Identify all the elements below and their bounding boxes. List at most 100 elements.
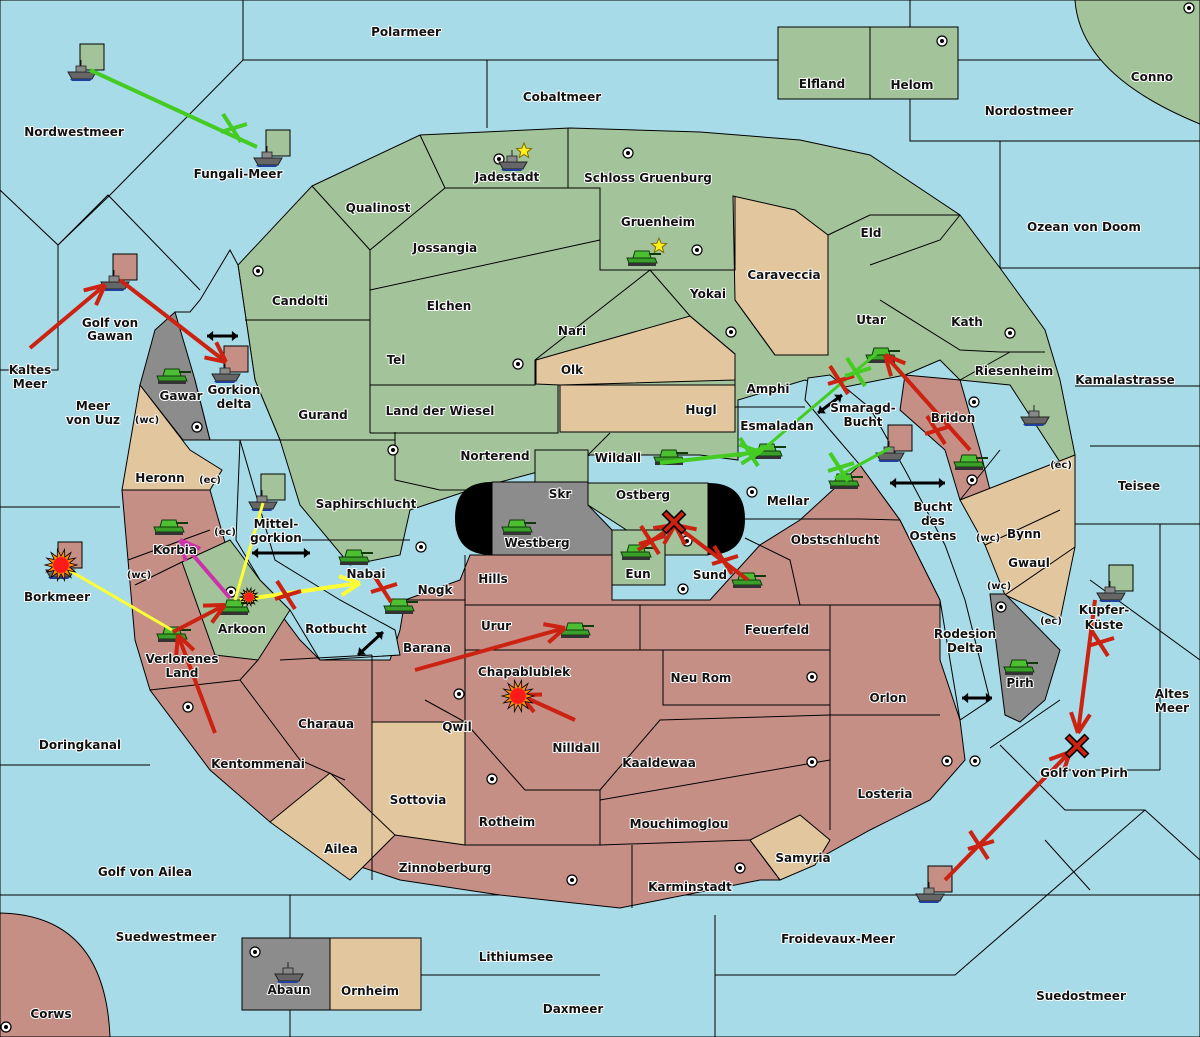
adjacency-double-arrow-icon bbox=[890, 477, 945, 489]
fleet-unit-icon[interactable] bbox=[211, 345, 249, 383]
sea-label: Ostens bbox=[910, 529, 957, 543]
order-move-arrow bbox=[178, 538, 232, 600]
fleet-unit-icon[interactable] bbox=[67, 43, 105, 81]
territory-ailea[interactable] bbox=[269, 772, 396, 881]
territory-label: Utar bbox=[856, 313, 886, 327]
territory-elfland[interactable] bbox=[777, 26, 871, 100]
supply-center-icon bbox=[249, 946, 261, 958]
territory-label: Eun bbox=[625, 567, 650, 581]
sea-label: Daxmeer bbox=[543, 1002, 604, 1016]
fleet-unit-icon[interactable] bbox=[498, 150, 528, 171]
territory-label: Land der Wiesel bbox=[386, 404, 495, 418]
supply-center-icon bbox=[936, 35, 948, 47]
fleet-unit-icon[interactable] bbox=[253, 129, 291, 167]
explosion-icon bbox=[238, 586, 260, 608]
territory-ornheim[interactable] bbox=[329, 937, 422, 1011]
army-unit-icon[interactable] bbox=[1003, 659, 1038, 675]
territory-label: Schloss Gruenburg bbox=[584, 171, 712, 185]
territory-label: Amphi bbox=[746, 382, 789, 396]
army-unit-icon[interactable] bbox=[626, 250, 661, 266]
territory-label: Tel bbox=[387, 353, 406, 367]
result-markers bbox=[43, 112, 1115, 861]
fleet-unit-icon[interactable] bbox=[1096, 564, 1134, 602]
territory-heronn[interactable] bbox=[121, 383, 223, 491]
sea-label: Meer bbox=[13, 377, 47, 391]
sea-label: Suedwestmeer bbox=[116, 930, 217, 944]
territory-label: Eld bbox=[861, 226, 882, 240]
supply-center-icon bbox=[622, 147, 634, 159]
capital-cap-west bbox=[455, 482, 492, 555]
order-move-arrow bbox=[414, 622, 567, 672]
order-support-arrow bbox=[233, 502, 265, 601]
fleet-unit-icon[interactable] bbox=[274, 962, 304, 983]
supply-center-icon bbox=[1183, 2, 1195, 14]
supply-center-icon bbox=[746, 486, 758, 498]
army-unit-icon[interactable] bbox=[338, 549, 373, 565]
territory-corws[interactable] bbox=[0, 912, 111, 1037]
supply-center-icon bbox=[252, 265, 264, 277]
territory-label: Wildall bbox=[595, 451, 641, 465]
coast-tag-label: (wc) bbox=[135, 415, 159, 426]
supply-center-icon bbox=[806, 756, 818, 768]
supply-center-icon bbox=[691, 244, 703, 256]
sea-label: Doringkanal bbox=[39, 738, 121, 752]
territory-label: Qwil bbox=[442, 720, 472, 734]
failed-order-cross-icon bbox=[827, 364, 855, 396]
army-unit-icon[interactable] bbox=[953, 454, 988, 470]
territory-label: Abaun bbox=[267, 983, 310, 997]
sea-label: Kaltes bbox=[9, 363, 52, 377]
territory-label: Yokai bbox=[689, 287, 726, 301]
coast-tag-label: (ec) bbox=[1040, 616, 1062, 627]
territory-pirh[interactable] bbox=[989, 593, 1061, 723]
failed-order-cross-icon bbox=[844, 356, 872, 388]
territory-label: Neu Rom bbox=[671, 671, 732, 685]
territory-label: Rotheim bbox=[479, 815, 536, 829]
territory-label: Urur bbox=[481, 619, 511, 633]
sea-label: gorkion bbox=[250, 531, 302, 545]
army-unit-icon[interactable] bbox=[156, 368, 191, 384]
territory-label: Gruenheim bbox=[621, 215, 695, 229]
territory-label: Kath bbox=[951, 315, 983, 329]
supply-center-icon bbox=[969, 755, 981, 767]
territory-borders bbox=[127, 128, 1076, 908]
sea-label: Polarmeer bbox=[371, 25, 441, 39]
army-unit-icon[interactable] bbox=[153, 519, 188, 535]
territory-label: Obstschlucht bbox=[791, 533, 880, 547]
territory-label: Land bbox=[166, 666, 199, 680]
order-move-arrow bbox=[1069, 599, 1097, 735]
fleet-unit-icon[interactable] bbox=[1020, 405, 1050, 426]
fleet-unit-icon[interactable] bbox=[915, 865, 953, 903]
sea-label: delta bbox=[217, 397, 252, 411]
failed-order-cross-icon bbox=[220, 112, 248, 144]
army-unit-icon[interactable] bbox=[501, 519, 536, 535]
order-move-arrow bbox=[28, 283, 107, 350]
failed-order-cross-icon bbox=[274, 579, 302, 611]
sea-label: von Uuz bbox=[66, 413, 120, 427]
territory-label: Ostberg bbox=[616, 488, 670, 502]
territory-label: Chapablublek bbox=[478, 665, 571, 679]
coast-tag-label: (wc) bbox=[987, 581, 1011, 592]
territory-label: Barana bbox=[403, 641, 451, 655]
sea-label: Rotbucht bbox=[305, 622, 367, 636]
sea-label: Bucht bbox=[843, 415, 882, 429]
sea-label: Fungali-Meer bbox=[194, 167, 283, 181]
territory-label: Korbia bbox=[153, 543, 197, 557]
sea-label: Küste bbox=[1085, 618, 1124, 632]
territory-label: Nogk bbox=[418, 583, 454, 597]
army-unit-icon[interactable] bbox=[383, 598, 418, 614]
order-move-arrow bbox=[883, 353, 972, 452]
star-icon bbox=[650, 236, 668, 254]
sea-label: Smaragd- bbox=[830, 401, 895, 415]
failed-order-cross-icon bbox=[737, 436, 765, 468]
supply-center-icon bbox=[566, 874, 578, 886]
sea-label: Nordwestmeer bbox=[24, 125, 124, 139]
supply-center-icon bbox=[512, 358, 524, 370]
territory-label: Nabai bbox=[347, 567, 386, 581]
supply-center-icon bbox=[191, 421, 203, 433]
units bbox=[45, 43, 1134, 983]
adjacency-double-arrow-icon bbox=[962, 692, 992, 704]
territory-label: Sund bbox=[693, 568, 727, 582]
territory-label: Nilldall bbox=[552, 741, 599, 755]
territory-label: Zinnoberburg bbox=[399, 861, 491, 875]
failed-order-cross-icon bbox=[967, 829, 995, 861]
